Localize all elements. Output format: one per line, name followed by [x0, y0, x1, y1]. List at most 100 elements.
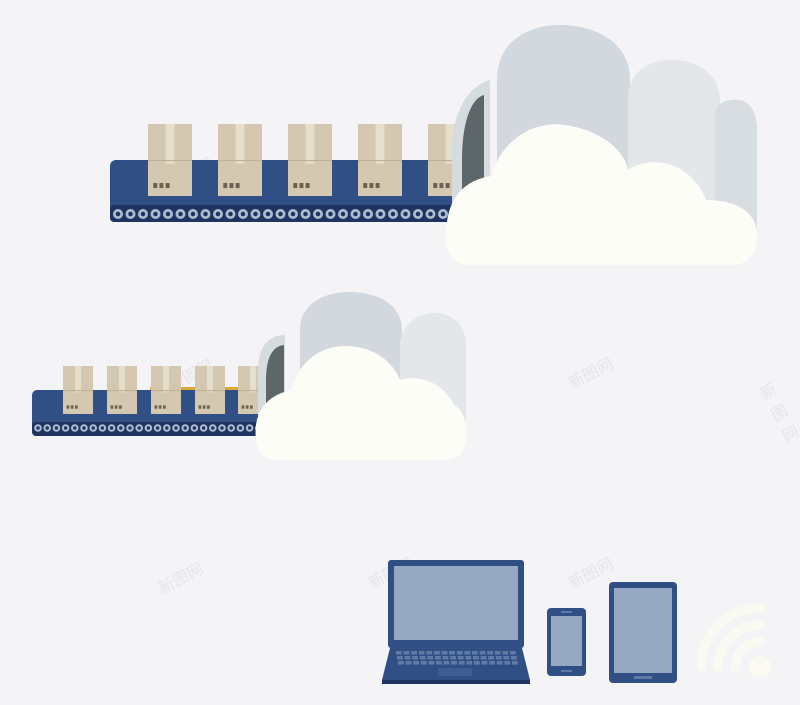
- cloud-opening: [462, 95, 484, 205]
- box-symbol: [363, 183, 368, 189]
- roller-hub: [220, 426, 224, 430]
- box-symbol: [229, 183, 234, 189]
- box-symbol: [163, 405, 166, 409]
- keyboard-key: [450, 656, 456, 660]
- box-symbol: [223, 183, 228, 189]
- keyboard-key: [405, 661, 412, 665]
- box-tape: [305, 124, 315, 164]
- keyboard-key: [426, 651, 433, 655]
- box-seam: [428, 160, 472, 162]
- roller-hub: [178, 211, 183, 217]
- keyboard-key: [451, 661, 457, 665]
- keyboard-key: [464, 651, 471, 655]
- roller-hub: [247, 426, 252, 430]
- box-symbol: [375, 183, 380, 189]
- cardboard-box: [63, 366, 93, 414]
- keyboard-key: [510, 651, 516, 655]
- keyboard-key: [458, 661, 465, 665]
- box-seam: [288, 160, 332, 162]
- cardboard-box: [195, 366, 225, 414]
- box-seam: [238, 390, 268, 392]
- roller-hub: [440, 211, 446, 217]
- box-symbol: [158, 405, 162, 409]
- keyboard-key: [480, 656, 487, 660]
- roller-hub: [73, 426, 77, 430]
- keyboard-key: [503, 656, 510, 660]
- roller-hub: [128, 211, 133, 217]
- roller-hub: [265, 211, 271, 217]
- roller-hub: [54, 426, 59, 430]
- keyboard-key: [443, 661, 450, 665]
- box-symbol: [66, 405, 70, 409]
- keyboard-key: [489, 661, 495, 665]
- box-symbol: [241, 405, 245, 409]
- roller-hub: [353, 211, 358, 217]
- keyboard-key: [473, 656, 479, 660]
- roller-hub: [201, 426, 206, 430]
- keyboard-key: [512, 661, 518, 665]
- roller-hub: [140, 211, 146, 217]
- roller-hub: [303, 211, 308, 217]
- roller-hub: [63, 426, 68, 430]
- roller-hub: [390, 211, 396, 217]
- keyboard-key: [398, 661, 404, 665]
- roller-hub: [240, 211, 246, 217]
- box-symbol: [299, 183, 304, 189]
- roller-hub: [290, 211, 296, 217]
- conveyor-rollers: [113, 209, 448, 219]
- box-tape: [250, 366, 256, 393]
- box-seam: [151, 390, 181, 392]
- box-symbol: [207, 405, 210, 409]
- roller-hub: [165, 211, 171, 217]
- keyboard-key: [511, 656, 517, 660]
- keyboard-key: [494, 651, 501, 655]
- box-seam: [107, 390, 137, 392]
- roller-hub: [328, 211, 333, 217]
- keyboard-key: [472, 651, 478, 655]
- box-seam: [63, 390, 93, 392]
- conveyor-middle: [32, 366, 272, 436]
- roller-hub: [36, 426, 40, 430]
- keyboard-key: [403, 651, 410, 655]
- box-symbol: [235, 183, 240, 189]
- tablet-icon: [609, 582, 677, 683]
- keyboard-key: [504, 661, 511, 665]
- keyboard-key: [435, 656, 441, 660]
- box-tape: [375, 124, 385, 164]
- keyboard-key: [434, 651, 440, 655]
- box-symbol: [70, 405, 74, 409]
- roller-hub: [82, 426, 86, 430]
- box-symbol: [75, 405, 78, 409]
- keyboard-key: [457, 656, 464, 660]
- box-symbol: [445, 183, 450, 189]
- roller-hub: [378, 211, 383, 217]
- box-seam: [218, 160, 262, 162]
- box-symbol: [293, 183, 298, 189]
- keyboard-key: [396, 651, 402, 655]
- cardboard-box: [151, 366, 181, 414]
- box-tape: [235, 124, 245, 164]
- roller-hub: [228, 211, 233, 217]
- keyboard-key: [427, 656, 434, 660]
- box-symbol: [114, 405, 118, 409]
- laptop-touchpad: [438, 668, 472, 676]
- roller-hub: [315, 211, 321, 217]
- cardboard-box: [358, 124, 402, 196]
- cloud-front: [445, 124, 758, 265]
- roller-hub: [278, 211, 283, 217]
- keyboard-key: [495, 656, 502, 660]
- keyboard-key: [418, 651, 425, 655]
- box-symbol: [202, 405, 206, 409]
- roller-hub: [146, 426, 151, 430]
- roller-hub: [203, 211, 208, 217]
- roller-hub: [128, 426, 132, 430]
- box-tape: [163, 366, 169, 393]
- keyboard-key: [465, 656, 472, 660]
- keyboard-key: [481, 661, 488, 665]
- keyboard-key: [419, 656, 426, 660]
- keyboard-key: [413, 661, 419, 665]
- roller-hub: [165, 426, 169, 430]
- box-symbol: [110, 405, 114, 409]
- roller-hub: [100, 426, 105, 430]
